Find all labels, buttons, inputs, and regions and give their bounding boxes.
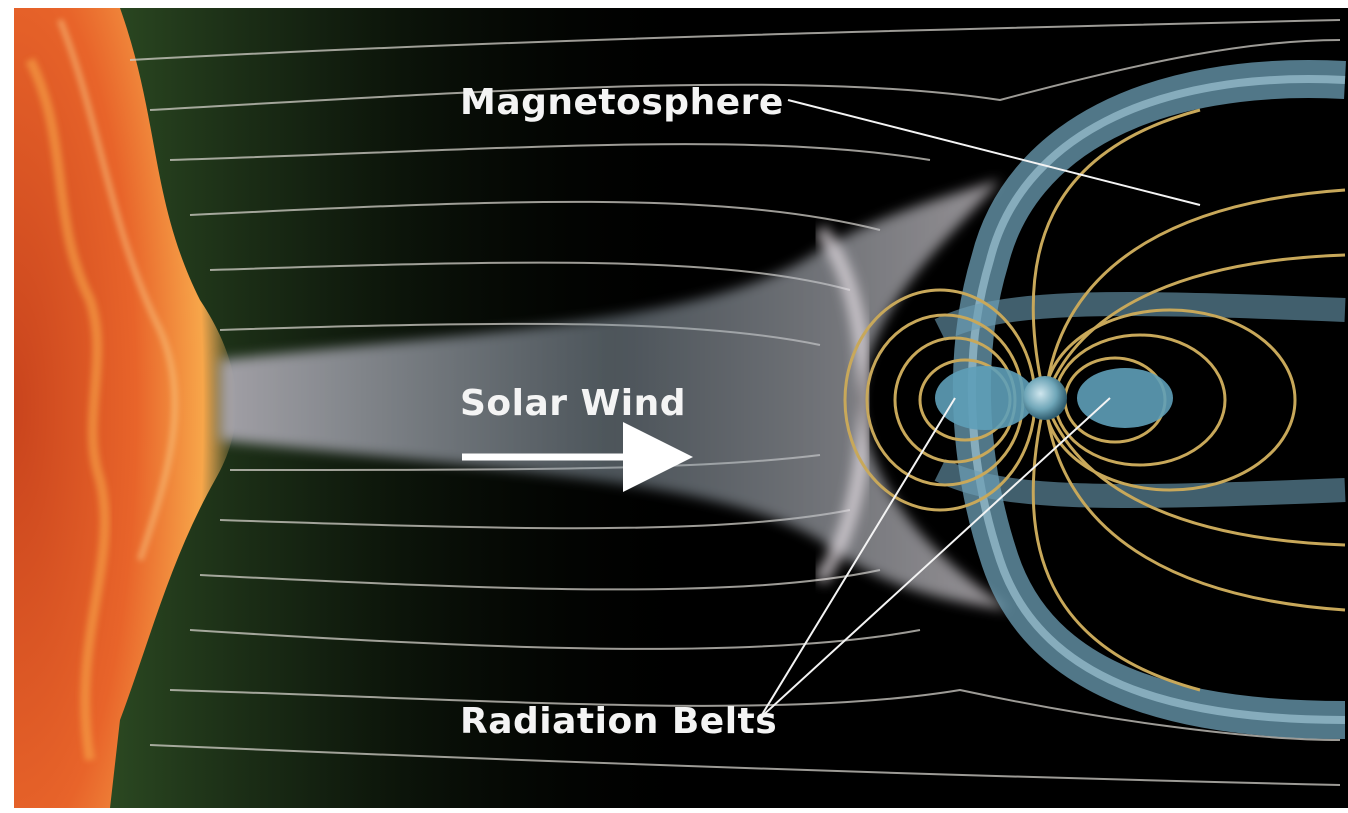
label-magnetosphere: Magnetosphere	[460, 82, 784, 123]
leader-lines	[759, 99, 1201, 719]
label-solar-wind: Solar Wind	[460, 383, 686, 424]
radiation-belts-pointer-left	[759, 397, 956, 719]
bow-shock	[220, 180, 1010, 610]
label-radiation-belts: Radiation Belts	[460, 701, 777, 742]
radiation-belts	[935, 366, 1173, 430]
sun	[14, 8, 237, 808]
radiation-belts-pointer-right	[759, 397, 1111, 719]
magnetosphere-pointer	[787, 99, 1201, 206]
earth	[1023, 376, 1067, 420]
